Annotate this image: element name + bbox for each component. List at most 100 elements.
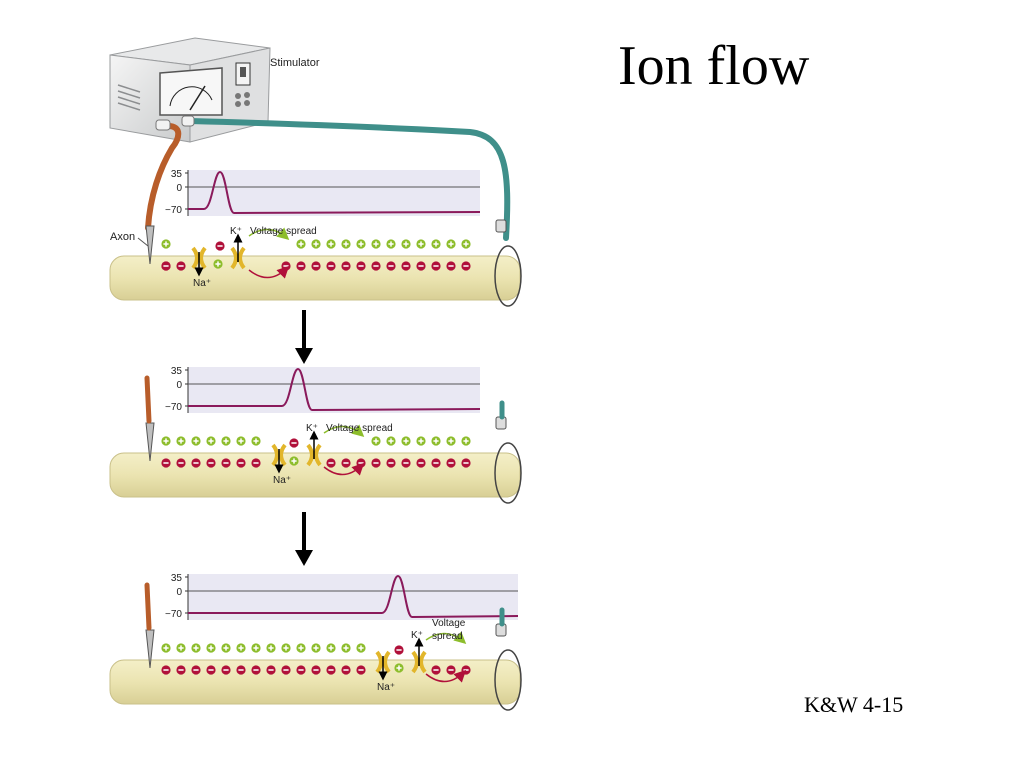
recording-ring [494,649,522,711]
negative-charge [416,261,426,271]
axon-label: Axon [110,231,135,243]
negative-charge [341,458,351,468]
y-tick-label: −70 [165,609,182,620]
voltage-spread-arrow-outside [248,227,290,240]
negative-charge [371,261,381,271]
stimulator-device: Stimulator [109,37,320,143]
k-ion-label: K⁺ [411,630,423,641]
negative-charge [356,665,366,675]
stimulator-label: Stimulator [270,57,320,69]
negative-charge [461,261,471,271]
positive-charge [206,436,216,446]
voltage-spread-arrow-inside [425,669,467,683]
y-tick-label: 35 [171,366,183,377]
ion-channel [411,650,427,674]
negative-charge [371,458,381,468]
negative-charge [311,261,321,271]
positive-charge [289,456,299,466]
positive-charge [161,436,171,446]
ion-channel [271,443,287,467]
negative-charge [176,458,186,468]
negative-charge [296,261,306,271]
positive-charge [176,643,186,653]
positive-charge [326,643,336,653]
negative-charge [401,458,411,468]
negative-charge [191,665,201,675]
voltage-spread-arrow-outside [425,631,467,644]
negative-charge [236,665,246,675]
voltage-spread-label-line2: spread [432,631,463,642]
ion-channel [306,443,322,467]
positive-charge [311,643,321,653]
positive-charge [401,436,411,446]
negative-charge [161,458,171,468]
sequence-arrow-1 [295,310,313,364]
positive-charge [461,239,471,249]
membrane-charges [161,643,471,675]
negative-charge [401,261,411,271]
negative-charge [176,261,186,271]
negative-charge [266,665,276,675]
voltage-graph: 350−70 [165,366,481,413]
ion-channel [375,650,391,674]
negative-charge [386,261,396,271]
negative-charge [356,261,366,271]
negative-charge [236,458,246,468]
negative-charge [221,665,231,675]
slide-title: Ion flow [618,35,810,97]
stimulator-gauge [159,67,223,116]
na-ion-label: Na⁺ [377,682,395,693]
positive-charge [461,436,471,446]
stimulator-switch [235,62,251,86]
negative-charge [215,241,225,251]
negative-charge [191,458,201,468]
y-tick-label: 0 [176,380,182,391]
positive-charge [266,643,276,653]
negative-charge [341,665,351,675]
negative-charge [326,261,336,271]
positive-charge [213,259,223,269]
positive-charge [386,436,396,446]
positive-charge [356,239,366,249]
voltage-spread-label: Voltage spread [250,226,317,237]
negative-charge [311,665,321,675]
stimulator-knobs [235,92,250,107]
action-potential-trace [188,367,481,412]
negative-charge [251,665,261,675]
positive-charge [161,643,171,653]
stimulating-wire-stub [144,582,152,631]
positive-charge [386,239,396,249]
voltage-spread-arrow-inside [323,462,365,476]
voltage-spread-arrow-outside [323,424,365,437]
positive-charge [161,239,171,249]
voltage-graph: 35 0 −70 [165,573,519,620]
y-tick-label: 0 [176,587,182,598]
negative-charge [296,665,306,675]
stimulating-electrode-wire [145,123,182,231]
positive-charge [401,239,411,249]
recording-ring [494,442,522,504]
negative-charge [446,665,456,675]
recording-electrode-wire [187,118,511,241]
na-ion-label: Na⁺ [193,278,211,289]
recording-electrode [495,219,507,233]
negative-charge [281,665,291,675]
positive-charge [251,643,261,653]
stimulating-wire-stub [144,375,152,424]
k-ion-label: K⁺ [230,226,242,237]
negative-charge [341,261,351,271]
positive-charge [431,239,441,249]
y-tick-label: 35 [171,573,183,584]
positive-charge [206,643,216,653]
positive-charge [446,239,456,249]
positive-charge [356,643,366,653]
positive-charge [296,643,306,653]
negative-charge [326,665,336,675]
negative-charge [206,665,216,675]
y-tick-label: 35 [171,169,183,180]
stimulating-electrode [145,225,155,265]
voltage-graph: 350−70 [165,169,481,216]
negative-charge [251,458,261,468]
